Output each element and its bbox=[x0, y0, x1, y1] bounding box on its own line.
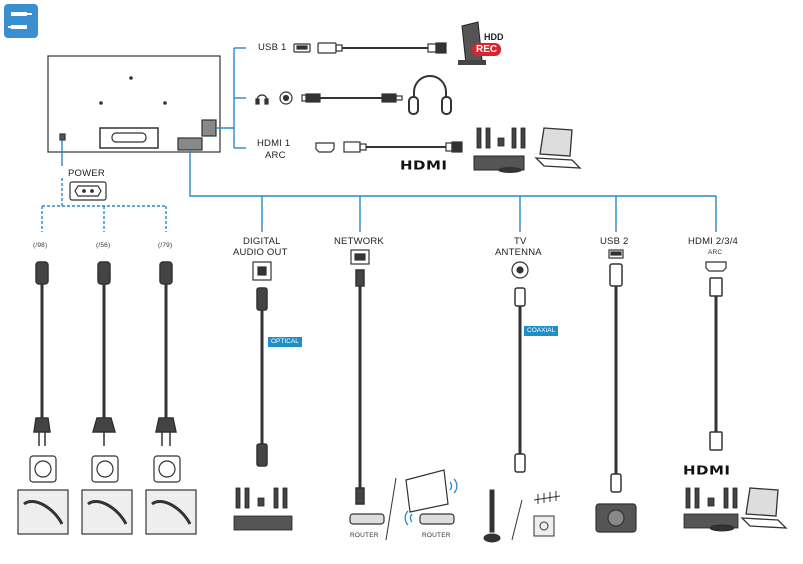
headphone-cable bbox=[301, 93, 403, 103]
power-label: POWER bbox=[68, 168, 105, 179]
speaker-system-icon bbox=[233, 487, 293, 531]
laptop-icon bbox=[740, 487, 788, 529]
hdmi-logo: HDMI bbox=[400, 157, 448, 173]
plug-56-label: (/56) bbox=[96, 242, 111, 249]
coaxial-tag: COAXIAL bbox=[524, 326, 559, 336]
tv-back-panel bbox=[47, 55, 221, 153]
monitor-icon bbox=[405, 469, 449, 513]
hdmi-logo-2: HDMI bbox=[683, 462, 731, 478]
ethernet-cable bbox=[355, 269, 365, 505]
hdmi234-sublabel: ARC bbox=[708, 249, 723, 256]
tv-antenna-label: TV bbox=[514, 236, 527, 247]
digital-audio-label-2: AUDIO OUT bbox=[233, 247, 288, 258]
connection-lines bbox=[41, 47, 717, 232]
headphones-icon bbox=[408, 75, 452, 115]
coaxial-cable bbox=[514, 287, 526, 473]
router-label-1: ROUTER bbox=[350, 532, 379, 539]
blu-ray-player-icon bbox=[473, 155, 525, 173]
usb1-cable bbox=[293, 42, 447, 54]
power-socket-icon bbox=[69, 181, 107, 201]
usb2-label: USB 2 bbox=[600, 236, 629, 247]
hdmi1-label: HDMI 1 bbox=[257, 138, 291, 149]
antenna-port-icon bbox=[511, 261, 529, 279]
wifi-icon bbox=[404, 478, 458, 526]
digital-audio-label: DIGITAL bbox=[243, 236, 281, 247]
hdmi234-label: HDMI 2/3/4 bbox=[688, 236, 739, 247]
router-icon bbox=[349, 513, 455, 525]
laptop-icon bbox=[534, 127, 582, 169]
usb-icon bbox=[608, 249, 624, 259]
tv-antenna-label-2: ANTENNA bbox=[495, 247, 542, 258]
router-label-2: ROUTER bbox=[422, 532, 451, 539]
usb1-label: USB 1 bbox=[258, 42, 287, 53]
rec-badge: REC bbox=[472, 43, 502, 56]
divider bbox=[511, 499, 523, 541]
optical-port-icon bbox=[252, 261, 272, 281]
divider bbox=[385, 477, 397, 541]
outdoor-antenna-icon bbox=[533, 491, 561, 537]
ethernet-port-icon bbox=[350, 249, 370, 265]
headphone-jack-icon bbox=[255, 91, 293, 105]
camera-icon bbox=[595, 503, 637, 533]
usb2-cable bbox=[609, 263, 623, 493]
optical-tag: OPTICAL bbox=[268, 337, 302, 347]
warning-icon bbox=[17, 489, 197, 535]
hdmi1-sublabel: ARC bbox=[265, 150, 286, 161]
network-label: NETWORK bbox=[334, 236, 384, 247]
hdmi-cable bbox=[709, 277, 723, 451]
wall-outlet-icon bbox=[29, 455, 181, 483]
optical-cable bbox=[256, 287, 268, 467]
connection-icon bbox=[4, 4, 38, 38]
power-cables bbox=[33, 261, 177, 446]
speaker-system-icon bbox=[683, 487, 739, 532]
hdd-label: HDD bbox=[484, 32, 504, 42]
speaker-system-icon bbox=[476, 127, 526, 149]
hdmi1-cable bbox=[315, 141, 463, 153]
plug-79-label: (/79) bbox=[158, 242, 173, 249]
indoor-antenna-icon bbox=[483, 489, 501, 543]
plug-98-label: (/98) bbox=[33, 242, 48, 249]
hdmi-port-icon bbox=[705, 261, 727, 272]
